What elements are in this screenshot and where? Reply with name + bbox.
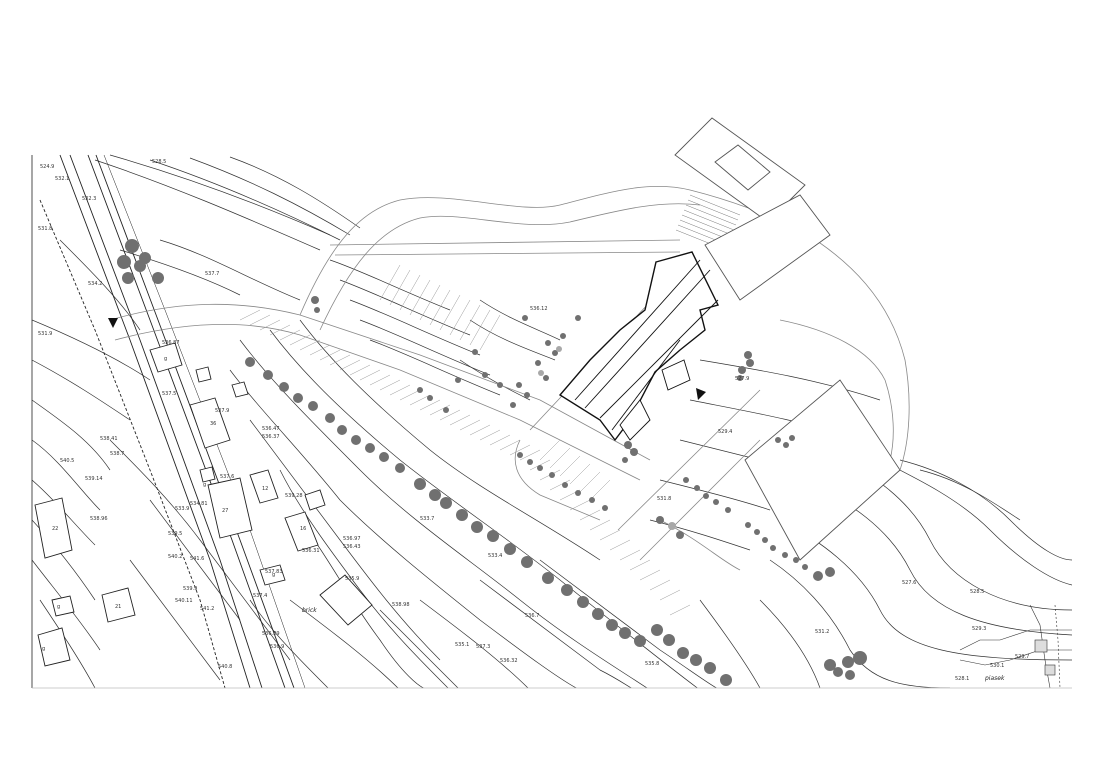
spot-height: 536.9 [270,644,284,650]
trees-nw [117,239,164,284]
spot-height: 529.7 [1015,654,1029,660]
spot-height: 537.3 [476,644,490,650]
spot-height: 532.1 [55,176,69,182]
spot-height: 537.83 [265,569,283,575]
spot-height: 529.3 [972,626,986,632]
place-labels: brick piasek [302,607,1005,682]
spot-height: 536.87 [162,340,180,346]
building-label: g [57,604,60,610]
spot-height: 535.9 [345,576,359,582]
spot-height: 532.3 [82,196,96,202]
spot-height: 539.14 [85,476,103,482]
spot-height: 536.47 [262,426,280,432]
spot-height: 529.4 [718,429,732,435]
spot-height: 539.5 [168,531,182,537]
spot-height: 537.7 [205,271,219,277]
spot-height: 524.9 [40,164,54,170]
place-label: piasek [984,675,1005,682]
spot-height: 533.7 [420,516,434,522]
spot-height: 541.6 [190,556,204,562]
trees-avenue [245,357,732,686]
building-label: 21 [115,604,121,610]
spot-height: 535.8 [645,661,659,667]
building-label: 12 [262,486,268,492]
spot-height: 536.43 [343,544,361,550]
spot-height: 538.96 [90,516,108,522]
spot-height: 538.41 [100,436,118,442]
cadastral-detail [959,604,1072,689]
spot-height: 536.7 [525,613,539,619]
building-label: 22 [52,526,58,532]
spot-height: 528.1 [955,676,969,682]
spot-height: 537.5 [162,391,176,397]
spot-height: 536.97 [343,536,361,542]
spot-height: 537.6 [220,474,234,480]
place-label: brick [302,607,317,614]
spot-height: 537.9 [215,408,229,414]
spot-height: 536.12 [530,306,548,312]
parking-plaza [379,264,611,501]
spot-height: 540.5 [60,458,74,464]
main-structure [558,251,719,442]
spot-height: 538.98 [392,602,410,608]
building-label: g [164,356,167,362]
spot-height: 538.7 [110,451,124,457]
building-labels: g g g g g 22 27 21 36 12 16 [42,356,306,652]
building-label: 27 [222,508,228,514]
spot-height: 527.9 [735,376,749,382]
spot-height: 533.9 [175,506,189,512]
upper-platform [674,117,901,561]
building-label: g [272,572,275,578]
spot-height: 527.6 [902,580,916,586]
spot-height-labels: 528.5 524.9 532.1 532.3 531.8 534.2 537.… [38,159,1029,682]
spot-height: 541.2 [200,606,214,612]
north-marker-icon [108,318,706,400]
building-label: 16 [300,526,306,532]
spot-height: 540.2 [168,554,182,560]
village-buildings [34,342,373,667]
trees-small [311,296,867,680]
trees-light [538,346,676,530]
spot-height: 539.28 [285,493,303,499]
spot-height: 530.1 [990,663,1004,669]
building-label: g [203,482,206,488]
spot-height: 536.37 [262,434,280,440]
contour-lines [32,154,1072,688]
parking-west [239,309,691,616]
spot-height: 528.5 [970,589,984,595]
building-label: 36 [210,421,216,427]
spot-height: 540.8 [218,664,232,670]
spot-height: 536.32 [500,658,518,664]
spot-height: 531.8 [657,496,671,502]
spot-height: 533.4 [488,553,502,559]
spot-height: 531.9 [38,331,52,337]
spot-height: 536.89 [262,631,280,637]
spot-height: 531.2 [815,629,829,635]
spot-height: 539.9 [183,586,197,592]
frame-edges [31,155,1072,689]
spot-height: 540.11 [175,598,193,604]
building-label: g [42,646,45,652]
railway-corridor [39,154,306,688]
spot-height: 534.2 [88,281,102,287]
spot-height: 537.4 [253,593,267,599]
spot-height: 536.31 [302,548,320,554]
spot-height: 534.81 [190,501,208,507]
access-road [109,185,910,571]
spot-height: 531.8 [38,226,52,232]
spot-height: 528.5 [152,159,166,165]
spot-height: 535.1 [455,642,469,648]
